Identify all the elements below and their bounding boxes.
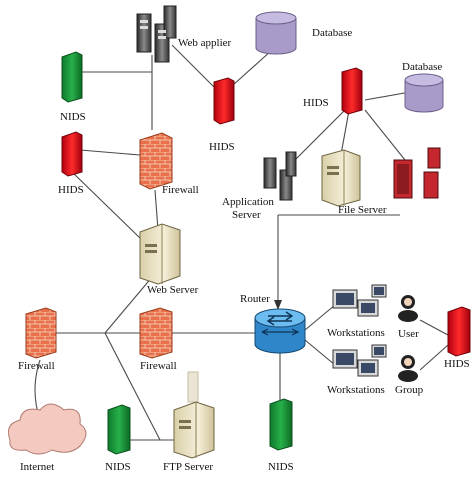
hids-right-top-label: HIDS (303, 97, 329, 109)
hids-left-icon (61, 131, 83, 177)
file-server-label: File Server (338, 204, 387, 216)
ftp-server-icon (173, 371, 215, 459)
workstations-bottom-icon (332, 344, 387, 377)
user-icon (398, 295, 418, 322)
nids-top-label: NIDS (60, 111, 86, 123)
link-hids-database (364, 91, 411, 101)
ftp-server-label: FTP Server (163, 461, 213, 473)
application-server-label-2: Server (232, 209, 261, 221)
user-label: User (398, 328, 419, 340)
hids-left-label: HIDS (58, 184, 84, 196)
link-firewall-webserver (154, 189, 159, 231)
nids-bottom-right-label: NIDS (268, 461, 294, 473)
link-hids-webserver (69, 169, 143, 241)
web-server-icon (139, 223, 181, 285)
file-server-icon (321, 149, 361, 207)
workstations-top-label: Workstations (327, 327, 385, 339)
internet-cloud-icon (7, 403, 87, 455)
application-server-label-1: Application (222, 196, 274, 208)
database-right-icon (404, 73, 444, 113)
firewall-top-icon (139, 132, 173, 190)
link-hids-appserver (289, 104, 351, 166)
nids-bottom-right-icon (269, 398, 293, 451)
link-hids-rack (364, 109, 406, 161)
hids-right-top-icon (341, 67, 363, 115)
server-rack-icon (393, 147, 441, 199)
connection-lines (34, 44, 449, 441)
firewall-left-label: Firewall (18, 360, 55, 372)
link-router-workstations1 (304, 304, 336, 331)
router-label: Router (240, 293, 270, 305)
arrowhead-router (274, 300, 282, 310)
web-server-label: Web Server (147, 284, 199, 296)
database-top-icon (255, 11, 297, 55)
firewall-left-icon (25, 307, 57, 359)
group-label: Group (395, 384, 424, 396)
nids-bottom-left-icon (107, 404, 131, 455)
web-applier-server-icon (136, 5, 177, 63)
link-hids-firewall (79, 149, 141, 156)
hids-far-right-label: HIDS (444, 358, 470, 370)
firewall-top-label: Firewall (162, 184, 199, 196)
workstations-bottom-label: Workstations (327, 384, 385, 396)
firewall-mid-label: Firewall (140, 360, 177, 372)
link-user-hids (419, 319, 449, 336)
database-right-label: Database (402, 61, 442, 73)
hids-far-right-icon (447, 306, 471, 357)
web-applier-label: Web applier (178, 37, 232, 49)
link-group-hids (419, 344, 449, 371)
hids-top-label: HIDS (209, 141, 235, 153)
nids-top-icon (61, 51, 83, 103)
router-icon (254, 308, 306, 354)
application-server-icon (263, 151, 297, 201)
workstations-top-icon (332, 284, 387, 317)
firewall-mid-icon (139, 307, 173, 359)
group-icon (398, 355, 418, 382)
link-router-workstations2 (304, 339, 336, 366)
hids-top-icon (213, 77, 235, 125)
nids-bottom-left-label: NIDS (105, 461, 131, 473)
database-top-label: Database (312, 27, 352, 39)
internet-label: Internet (20, 461, 54, 473)
link-junction-ftp (104, 332, 161, 441)
